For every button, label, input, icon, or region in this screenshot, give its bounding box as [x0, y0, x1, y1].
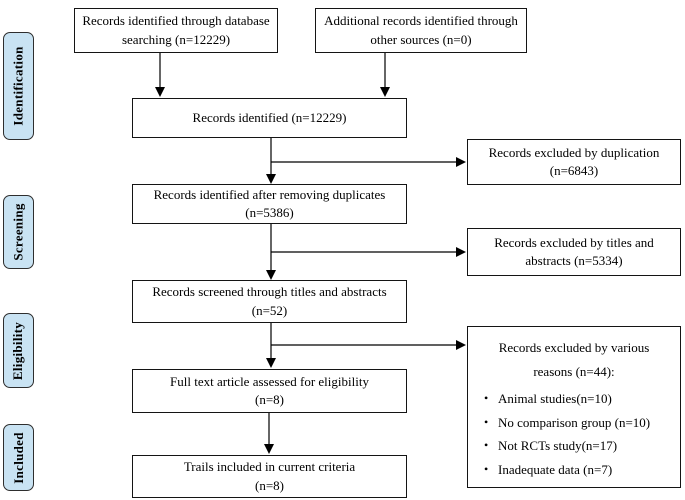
box-full-text-assessed-label: Full text article assessed for eligibili…: [170, 373, 369, 407]
arrowhead-right-icon: [456, 340, 466, 350]
arrowhead-right-icon: [456, 247, 466, 257]
box-other-sources: Additional records identified through ot…: [315, 8, 527, 53]
arrowhead-down-icon: [155, 87, 165, 97]
box-database-search: Records identified through database sear…: [74, 8, 278, 53]
box-trails-included-label: Trails included in current criteria (n=8…: [183, 459, 356, 493]
stage-screening: Screening: [3, 195, 34, 269]
stage-screening-label: Screening: [10, 203, 26, 261]
list-item: • Not RCTs study(n=17): [482, 434, 676, 458]
box-records-identified: Records identified (n=12229): [132, 98, 407, 138]
stage-included-label: Included: [10, 431, 26, 484]
box-excluded-various-reasons: Records excluded by various reasons (n=4…: [467, 326, 681, 488]
reason-not-rcts-study: Not RCTs study(n=17): [498, 438, 618, 453]
box-excluded-duplication-label: Records excluded by duplication (n=6843): [488, 144, 660, 178]
stage-identification: Identification: [3, 32, 34, 140]
bullet-icon: •: [484, 391, 489, 405]
box-excluded-titles-abstracts: Records excluded by titles and abstracts…: [467, 228, 681, 276]
box-other-sources-label: Additional records identified through ot…: [324, 13, 518, 47]
bullet-icon: •: [484, 461, 489, 476]
list-item: • Animal studies(n=10): [482, 387, 676, 411]
list-item: • Inadequate data (n=7): [482, 458, 676, 482]
reason-animal-studies: Animal studies(n=10): [498, 391, 612, 406]
list-item: • No comparison group (n=10): [482, 411, 676, 435]
bullet-icon: •: [484, 438, 489, 452]
reason-inadequate-data: Inadequate data (n=7): [498, 461, 613, 477]
box-excluded-titles-abstracts-label: Records excluded by titles and abstracts…: [494, 234, 654, 268]
reason-no-comparison-group: No comparison group (n=10): [498, 414, 651, 430]
stage-eligibility: Eligibility: [3, 313, 34, 388]
arrowhead-down-icon: [266, 358, 276, 368]
arrowhead-down-icon: [266, 270, 276, 280]
stage-included: Included: [3, 424, 34, 491]
stage-eligibility-label: Eligibility: [10, 321, 26, 380]
arrowhead-down-icon: [266, 174, 276, 184]
box-screened-titles-abstracts: Records screened through titles and abst…: [132, 280, 407, 323]
box-excluded-duplication: Records excluded by duplication (n=6843): [467, 139, 681, 185]
arrowhead-down-icon: [380, 87, 390, 97]
bullet-icon: •: [484, 414, 489, 429]
stage-identification-label: Identification: [10, 46, 26, 126]
excluded-reasons-list: • Animal studies(n=10) • No comparison g…: [468, 387, 680, 481]
arrowhead-right-icon: [456, 157, 466, 167]
arrowhead-down-icon: [264, 444, 274, 454]
box-after-removing-duplicates-label: Records identified after removing duplic…: [153, 186, 386, 220]
box-full-text-assessed: Full text article assessed for eligibili…: [132, 369, 407, 413]
excluded-reasons-heading: Records excluded by various reasons (n=4…: [498, 340, 650, 379]
box-screened-titles-abstracts-label: Records screened through titles and abst…: [152, 284, 387, 318]
box-trails-included: Trails included in current criteria (n=8…: [132, 455, 407, 498]
box-after-removing-duplicates: Records identified after removing duplic…: [132, 184, 407, 224]
box-records-identified-label: Records identified (n=12229): [192, 109, 347, 125]
box-database-search-label: Records identified through database sear…: [82, 13, 270, 47]
